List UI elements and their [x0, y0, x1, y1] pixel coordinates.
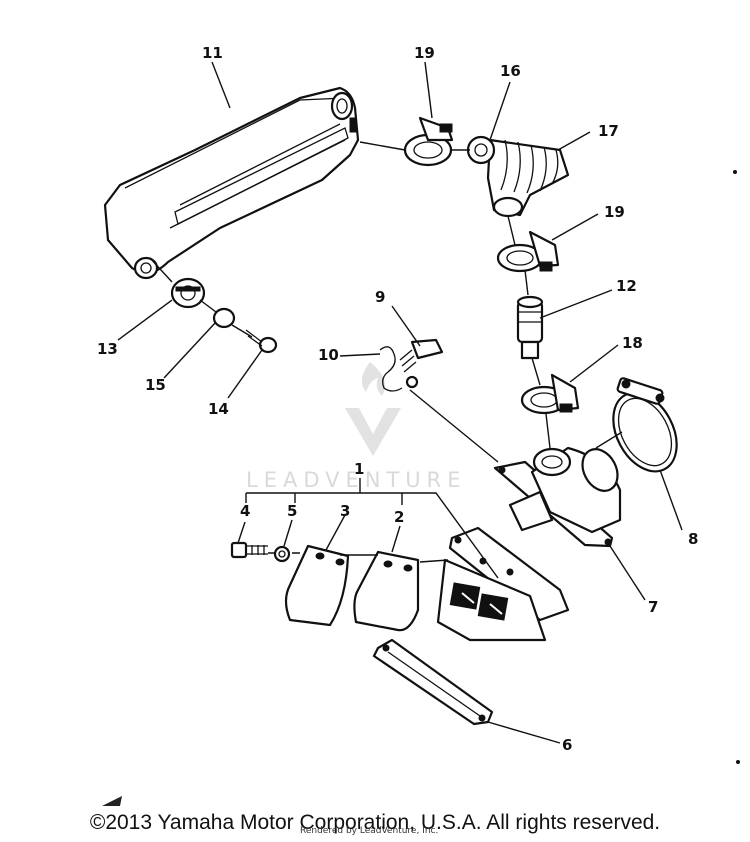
gasket-part	[372, 638, 494, 726]
callout-labels: 11 19 16 17 19 12 18 9 10 13 15 14 1 4 5…	[97, 44, 698, 754]
reed-part	[353, 550, 420, 632]
rendered-by-credit: Rendered by LeadVenture, Inc.	[300, 826, 439, 836]
watermark-text: LEADVENTURE	[246, 468, 467, 492]
hose-clamp-18-part	[520, 373, 580, 415]
callout-19-lower: 19	[604, 203, 625, 221]
callout-2: 2	[394, 508, 404, 526]
callout-12: 12	[616, 277, 637, 295]
intake-boot-part	[466, 135, 570, 218]
reed-valve-assembly-part	[436, 526, 570, 642]
callout-11: 11	[202, 44, 223, 62]
grommet-collar-bolt-parts	[170, 277, 278, 354]
callout-7: 7	[648, 598, 658, 616]
reed-stopper-part	[284, 544, 350, 627]
callout-10: 10	[318, 346, 339, 364]
leadventure-watermark: LEADVENTURE	[246, 362, 467, 492]
air-box-part	[103, 86, 360, 280]
intake-manifold-part	[493, 446, 622, 548]
callout-5: 5	[287, 502, 297, 520]
callout-19-upper: 19	[414, 44, 435, 62]
callout-16: 16	[500, 62, 521, 80]
hose-clamp-upper-part	[403, 116, 454, 167]
callout-18: 18	[622, 334, 643, 352]
callout-6: 6	[562, 736, 572, 754]
bolt-clip-parts	[379, 338, 444, 392]
copyright-notice: ©2013 Yamaha Motor Corporation, U.S.A. A…	[89, 811, 661, 834]
callout-15: 15	[145, 376, 166, 394]
screw-washer-part	[230, 541, 291, 563]
assembly-lines	[149, 141, 623, 563]
callout-9: 9	[375, 288, 385, 306]
callout-17: 17	[598, 122, 619, 140]
callout-13: 13	[97, 340, 118, 358]
leader-lines	[117, 61, 683, 744]
callout-14: 14	[208, 400, 229, 418]
callout-4: 4	[240, 502, 250, 520]
callout-3: 3	[340, 502, 350, 520]
hose-clamp-lower-part	[496, 230, 560, 273]
callout-8: 8	[688, 530, 698, 548]
callout-1: 1	[354, 460, 364, 478]
fitting-nipple-part	[516, 295, 544, 360]
band-clamp-part	[612, 377, 678, 473]
decorative-marks	[102, 170, 740, 806]
